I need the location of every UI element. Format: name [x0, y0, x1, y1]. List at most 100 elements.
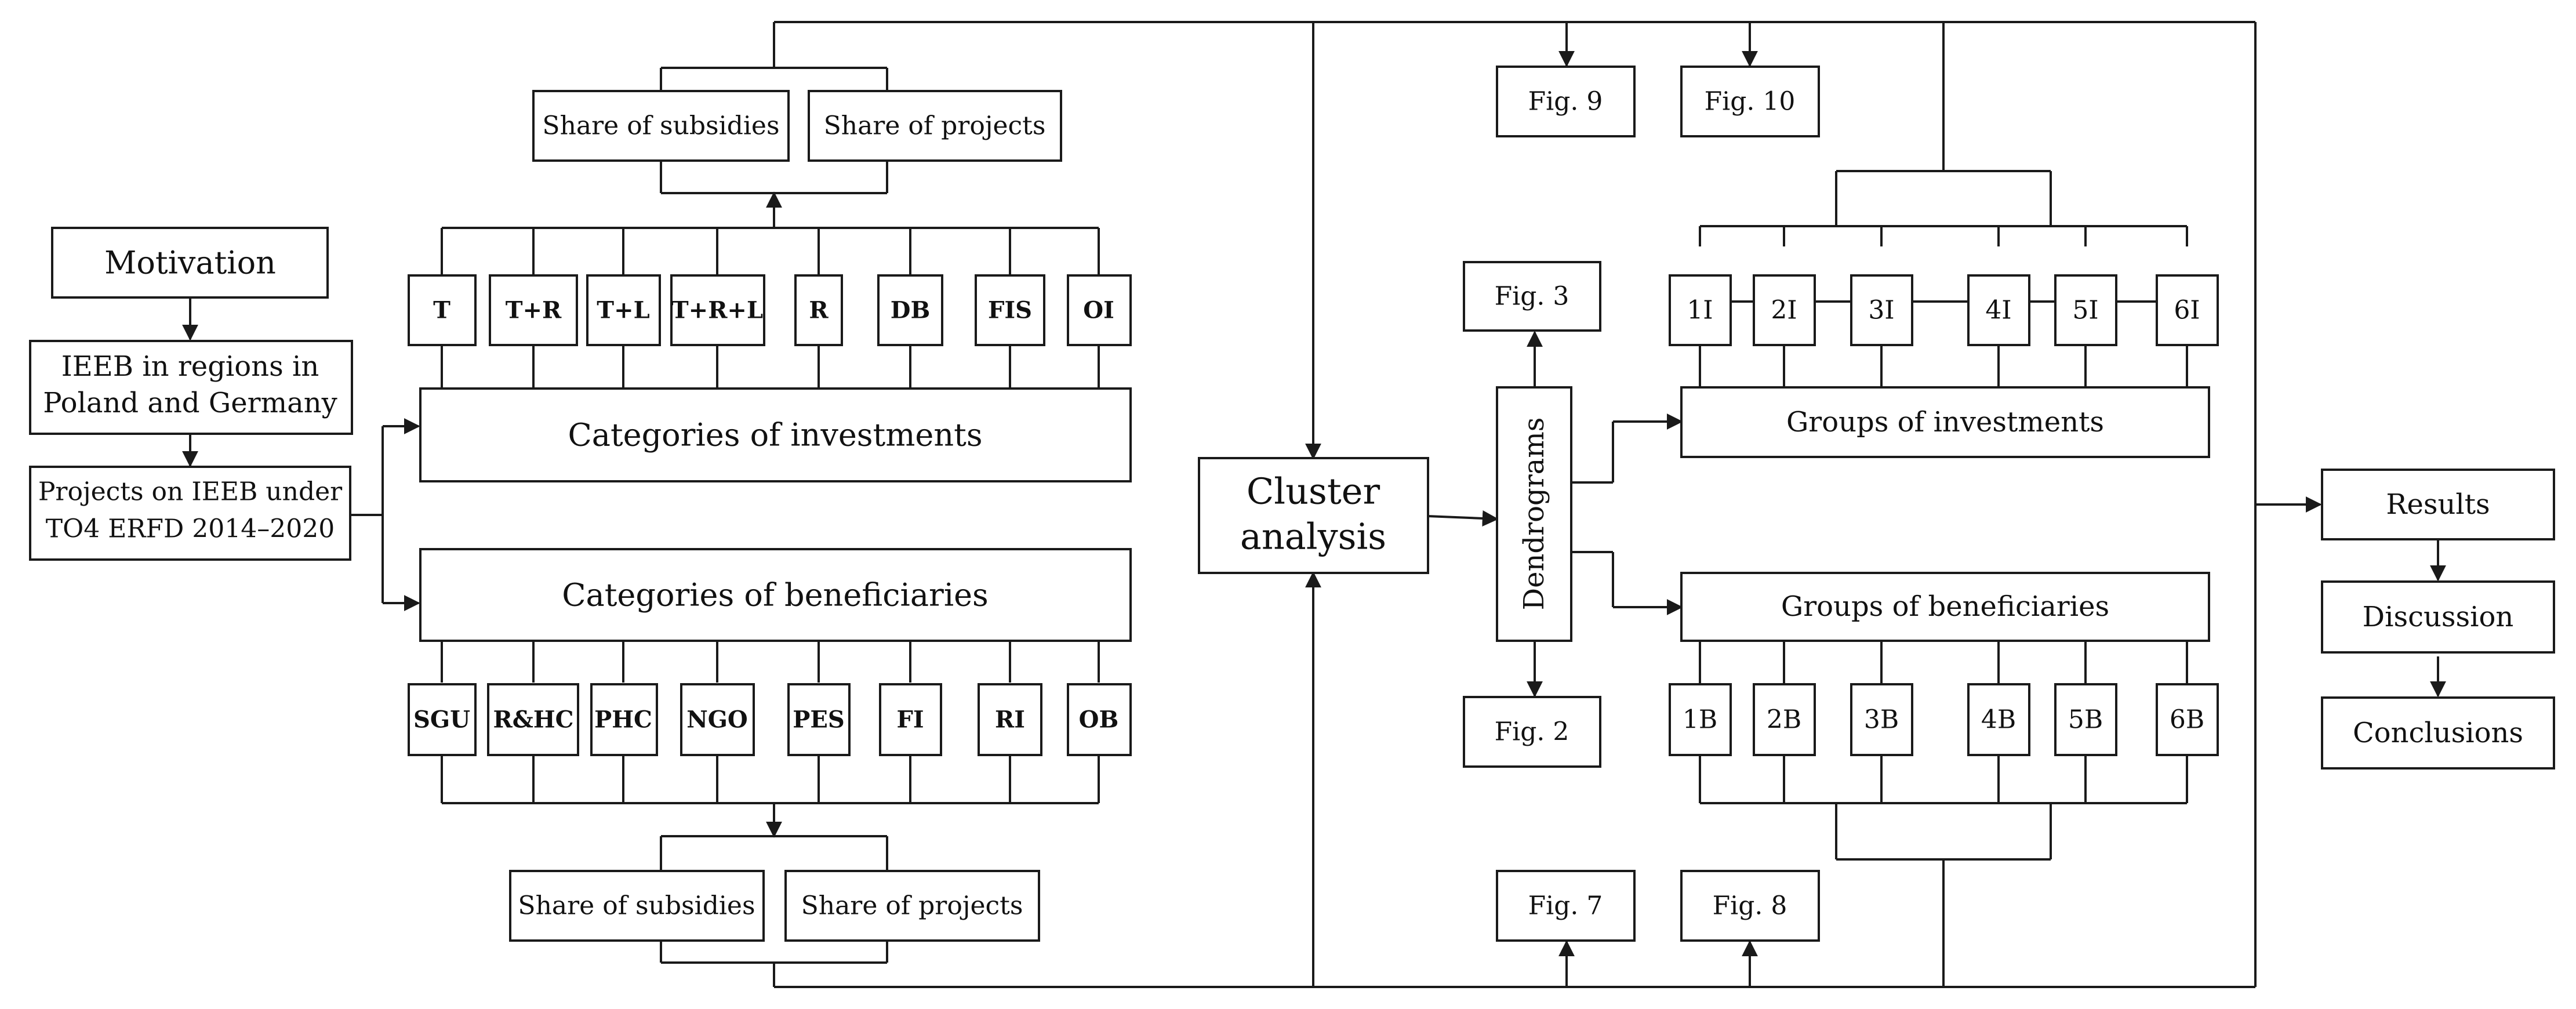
beneficiary-category: NGO — [680, 683, 755, 756]
investment-categories: T T+R T+L T+R+L R DB FIS OI — [408, 274, 1132, 346]
conclusions-label: Conclusions — [2353, 717, 2523, 749]
investment-category-label: R — [809, 297, 829, 324]
beneficiary-category: R&HC — [487, 683, 579, 756]
fig-3-label: Fig. 3 — [1495, 282, 1569, 311]
fig-3-box: Fig. 3 — [1463, 261, 1601, 332]
cluster-analysis-box: Cluster analysis — [1198, 457, 1429, 574]
conclusions-box: Conclusions — [2321, 696, 2555, 770]
investment-group-label: 5I — [2072, 296, 2098, 325]
fig-9-box: Fig. 9 — [1496, 66, 1636, 137]
cluster-analysis-line-1: Cluster — [1247, 470, 1380, 513]
beneficiary-groups: 1B 2B 3B 4B 5B 6B — [1669, 683, 2219, 756]
fig-7-label: Fig. 7 — [1528, 891, 1603, 921]
fig-8-label: Fig. 8 — [1713, 891, 1787, 921]
investment-category-label: OI — [1083, 297, 1114, 324]
investment-category-label: FIS — [988, 297, 1032, 324]
investment-group-label: 2I — [1771, 296, 1797, 325]
top-share-of-subsidies-box: Share of subsidies — [532, 90, 790, 162]
beneficiary-category: SGU — [408, 683, 477, 756]
beneficiary-category-label: R&HC — [493, 706, 574, 734]
discussion-box: Discussion — [2321, 580, 2555, 654]
beneficiary-category: PHC — [590, 683, 658, 756]
investment-category: R — [794, 274, 843, 346]
groups-of-investments-box: Groups of investments — [1680, 386, 2210, 458]
investment-category: T+R — [489, 274, 578, 346]
beneficiary-category-label: PHC — [594, 706, 652, 734]
bottom-share-of-projects-box: Share of projects — [784, 870, 1040, 942]
results-box: Results — [2321, 469, 2555, 540]
investment-group: 2I — [1753, 274, 1816, 346]
dendrograms-box: Dendrograms — [1496, 386, 1572, 642]
bottom-share-of-subsidies-box: Share of subsidies — [509, 870, 765, 942]
investment-category: T+R+L — [670, 274, 765, 346]
groups-of-investments-label: Groups of investments — [1786, 406, 2104, 438]
investment-category: OI — [1067, 274, 1132, 346]
beneficiary-categories: SGU R&HC PHC NGO PES FI RI OB — [408, 683, 1132, 756]
investment-category: T+L — [586, 274, 661, 346]
ieeb-regions-line-2: Poland and Germany — [43, 387, 337, 419]
motivation-box: Motivation — [51, 227, 329, 299]
investment-group: 6I — [2156, 274, 2219, 346]
investment-category: DB — [877, 274, 943, 346]
beneficiary-category: FI — [879, 683, 942, 756]
bottom-share-of-projects-label: Share of projects — [801, 891, 1023, 921]
beneficiary-group: 4B — [1967, 683, 2030, 756]
cluster-analysis-line-2: analysis — [1240, 516, 1386, 558]
investment-group-label: 6I — [2174, 296, 2200, 325]
discussion-label: Discussion — [2363, 601, 2514, 633]
projects-line-2: TO4 ERFD 2014–2020 — [46, 514, 335, 544]
beneficiary-category: OB — [1067, 683, 1132, 756]
connectors — [182, 21, 2446, 988]
investment-group: 5I — [2054, 274, 2117, 346]
groups-of-beneficiaries-label: Groups of beneficiaries — [1781, 590, 2109, 623]
bottom-share-of-subsidies-label: Share of subsidies — [518, 891, 755, 921]
beneficiary-category-label: RI — [995, 706, 1025, 734]
categories-of-investments-label: Categories of investments — [568, 417, 982, 453]
fig-2-box: Fig. 2 — [1463, 696, 1601, 768]
investment-category-label: T — [433, 297, 450, 324]
beneficiary-category: PES — [787, 683, 851, 756]
results-label: Results — [2386, 488, 2490, 521]
beneficiary-group-label: 4B — [1981, 705, 2016, 735]
top-share-of-subsidies-label: Share of subsidies — [542, 111, 779, 141]
fig-9-label: Fig. 9 — [1528, 87, 1603, 117]
fig-10-label: Fig. 10 — [1705, 87, 1796, 117]
beneficiary-category-label: OB — [1079, 706, 1119, 734]
beneficiary-group: 6B — [2156, 683, 2219, 756]
beneficiary-group-label: 5B — [2068, 705, 2103, 735]
investment-group-label: 4I — [1985, 296, 2011, 325]
investment-group: 3I — [1850, 274, 1913, 346]
fig-8-box: Fig. 8 — [1680, 870, 1820, 942]
investment-group-label: 1I — [1687, 296, 1713, 325]
beneficiary-group-label: 6B — [2170, 705, 2204, 735]
projects-line-1: Projects on IEEB under — [38, 477, 343, 507]
motivation-label: Motivation — [104, 245, 276, 281]
beneficiary-group-label: 2B — [1767, 705, 1801, 735]
beneficiary-group: 1B — [1669, 683, 1732, 756]
beneficiary-category-label: FI — [896, 706, 924, 734]
top-share-of-projects-label: Share of projects — [824, 111, 1046, 141]
beneficiary-category-label: SGU — [413, 706, 470, 734]
beneficiary-category-label: PES — [793, 706, 844, 734]
beneficiary-group-label: 3B — [1864, 705, 1899, 735]
beneficiary-category-label: NGO — [686, 706, 748, 734]
beneficiary-group-label: 1B — [1683, 705, 1717, 735]
fig-10-box: Fig. 10 — [1680, 66, 1820, 137]
investment-category-label: DB — [891, 297, 931, 324]
investment-group-label: 3I — [1868, 296, 1894, 325]
fig-2-label: Fig. 2 — [1495, 717, 1569, 747]
fig-7-box: Fig. 7 — [1496, 870, 1636, 942]
investment-group: 1I — [1669, 274, 1732, 346]
ieeb-regions-line-1: IEEB in regions in — [61, 350, 319, 383]
categories-of-beneficiaries-box: Categories of beneficiaries — [419, 548, 1132, 642]
categories-of-investments-box: Categories of investments — [419, 387, 1132, 482]
dendrograms-label: Dendrograms — [1518, 418, 1550, 611]
beneficiary-group: 5B — [2054, 683, 2117, 756]
categories-of-beneficiaries-label: Categories of beneficiaries — [562, 577, 989, 614]
investment-category-label: T+R+L — [671, 297, 763, 324]
investment-category-label: T+R — [506, 297, 562, 324]
ieeb-regions-box: IEEB in regions in Poland and Germany — [29, 340, 353, 435]
beneficiary-group: 2B — [1753, 683, 1816, 756]
investment-category: FIS — [975, 274, 1045, 346]
